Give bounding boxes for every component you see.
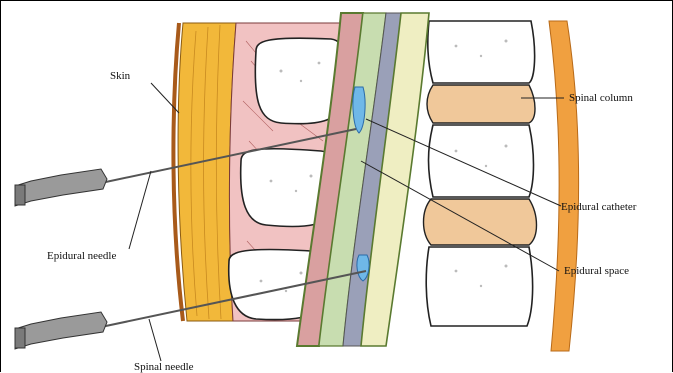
- label-epidural-catheter: Epidural catheter: [561, 201, 637, 213]
- needle-hub-lower: [15, 312, 107, 349]
- outer-orange-band: [549, 21, 579, 351]
- label-spinal-needle: Spinal needle: [134, 361, 194, 373]
- vertebrae-right: [424, 21, 537, 326]
- needle-hub-upper: [15, 169, 107, 206]
- label-epidural-space: Epidural space: [564, 265, 629, 277]
- label-spinal-column: Spinal column: [569, 92, 633, 104]
- fat-layer: [178, 23, 236, 321]
- intervertebral-disc: [424, 199, 537, 245]
- label-skin: Skin: [110, 70, 131, 82]
- label-epidural-needle: Epidural needle: [47, 250, 116, 262]
- intervertebral-disc: [427, 85, 535, 123]
